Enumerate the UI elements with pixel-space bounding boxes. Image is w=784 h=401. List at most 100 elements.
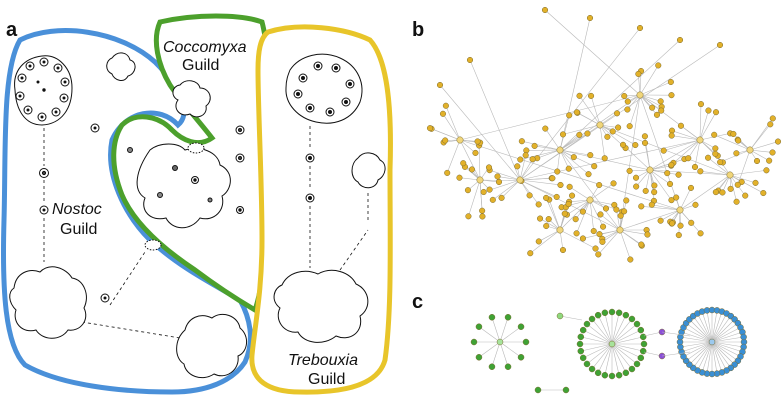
network-node xyxy=(637,354,645,362)
network-node xyxy=(644,231,651,238)
network-edge xyxy=(611,343,644,352)
network-edge xyxy=(478,145,481,181)
network-node xyxy=(517,156,524,163)
network-node xyxy=(646,166,654,174)
network-edge xyxy=(545,128,561,151)
network-node xyxy=(595,251,602,258)
network-node xyxy=(639,333,647,341)
network-node xyxy=(596,121,604,129)
coccomyxa-cells xyxy=(127,125,245,214)
network-node xyxy=(465,213,472,220)
network-edge xyxy=(446,139,461,174)
network-node xyxy=(637,326,645,334)
trebouxia-colony-top xyxy=(285,53,363,124)
network-node xyxy=(553,193,560,200)
network-node xyxy=(475,354,483,361)
network-node xyxy=(599,238,606,245)
network-edge xyxy=(711,331,743,343)
network-node xyxy=(673,194,680,201)
network-edge xyxy=(519,139,701,181)
network-edge xyxy=(711,310,718,343)
network-node xyxy=(628,365,636,373)
network-node xyxy=(466,56,474,64)
network-node xyxy=(426,125,434,132)
network-node xyxy=(766,157,773,164)
network-edge xyxy=(611,343,627,373)
network-edge xyxy=(611,343,633,370)
network-node xyxy=(657,217,664,224)
network-edge xyxy=(681,341,713,353)
network-edge xyxy=(559,149,621,231)
network-edge xyxy=(619,209,681,231)
network-node xyxy=(573,109,580,116)
network-node xyxy=(676,36,684,44)
network-edge xyxy=(583,329,613,345)
network-node xyxy=(576,131,583,138)
network-node xyxy=(641,133,648,140)
network-node xyxy=(456,174,463,181)
network-node xyxy=(504,363,512,370)
network-edge xyxy=(699,110,709,141)
network-node xyxy=(660,147,667,154)
network-edge xyxy=(589,199,615,206)
network-edge xyxy=(497,176,521,181)
network-edge xyxy=(597,315,613,345)
network-node xyxy=(444,169,451,176)
network-edge xyxy=(611,336,644,345)
network-edge xyxy=(639,94,681,211)
network-edge xyxy=(681,331,713,343)
network-node xyxy=(675,232,682,239)
network-node xyxy=(639,347,647,355)
network-node xyxy=(601,155,608,162)
network-edge xyxy=(749,141,779,151)
network-edge xyxy=(711,341,743,353)
network-edge xyxy=(679,187,692,211)
network-node xyxy=(664,170,671,177)
network-node xyxy=(653,111,661,118)
network-node xyxy=(705,107,712,114)
network-edge xyxy=(680,336,713,343)
network-node xyxy=(774,138,782,145)
network-node xyxy=(624,98,631,105)
network-edge xyxy=(491,317,501,343)
network-node xyxy=(620,141,627,148)
network-node xyxy=(573,230,580,237)
network-edge xyxy=(611,343,620,376)
network-node xyxy=(685,155,692,162)
network-edge xyxy=(661,351,691,357)
network-edge xyxy=(639,94,662,111)
network-node xyxy=(549,175,556,182)
network-edge xyxy=(580,343,613,352)
nostoc-colony-top xyxy=(14,55,73,126)
network-node xyxy=(601,309,609,317)
network-edge xyxy=(737,149,751,185)
network-node xyxy=(712,189,719,196)
network-edge xyxy=(459,94,641,141)
network-node xyxy=(514,163,521,170)
network-node xyxy=(615,124,622,131)
network-edge xyxy=(649,169,672,201)
network-node xyxy=(621,92,628,100)
network-edge xyxy=(469,59,521,181)
network-node xyxy=(727,185,734,192)
network-edge xyxy=(479,179,483,211)
network-edge xyxy=(583,343,613,359)
network-node xyxy=(579,235,586,242)
network-node xyxy=(763,167,770,174)
network-node xyxy=(617,212,624,219)
network-edge xyxy=(689,319,713,343)
network-node xyxy=(628,315,636,323)
network-node xyxy=(579,208,586,215)
network-edge xyxy=(720,149,751,163)
network-node xyxy=(534,386,542,394)
network-edge xyxy=(711,336,744,343)
network-edge xyxy=(651,204,681,211)
network-edge xyxy=(579,95,601,126)
network-node xyxy=(648,201,655,208)
network-edge xyxy=(641,206,681,211)
network-edge xyxy=(604,343,613,376)
network-edge xyxy=(489,169,521,181)
network-edge xyxy=(589,199,595,232)
network-edge xyxy=(711,341,723,373)
network-node xyxy=(635,70,642,77)
